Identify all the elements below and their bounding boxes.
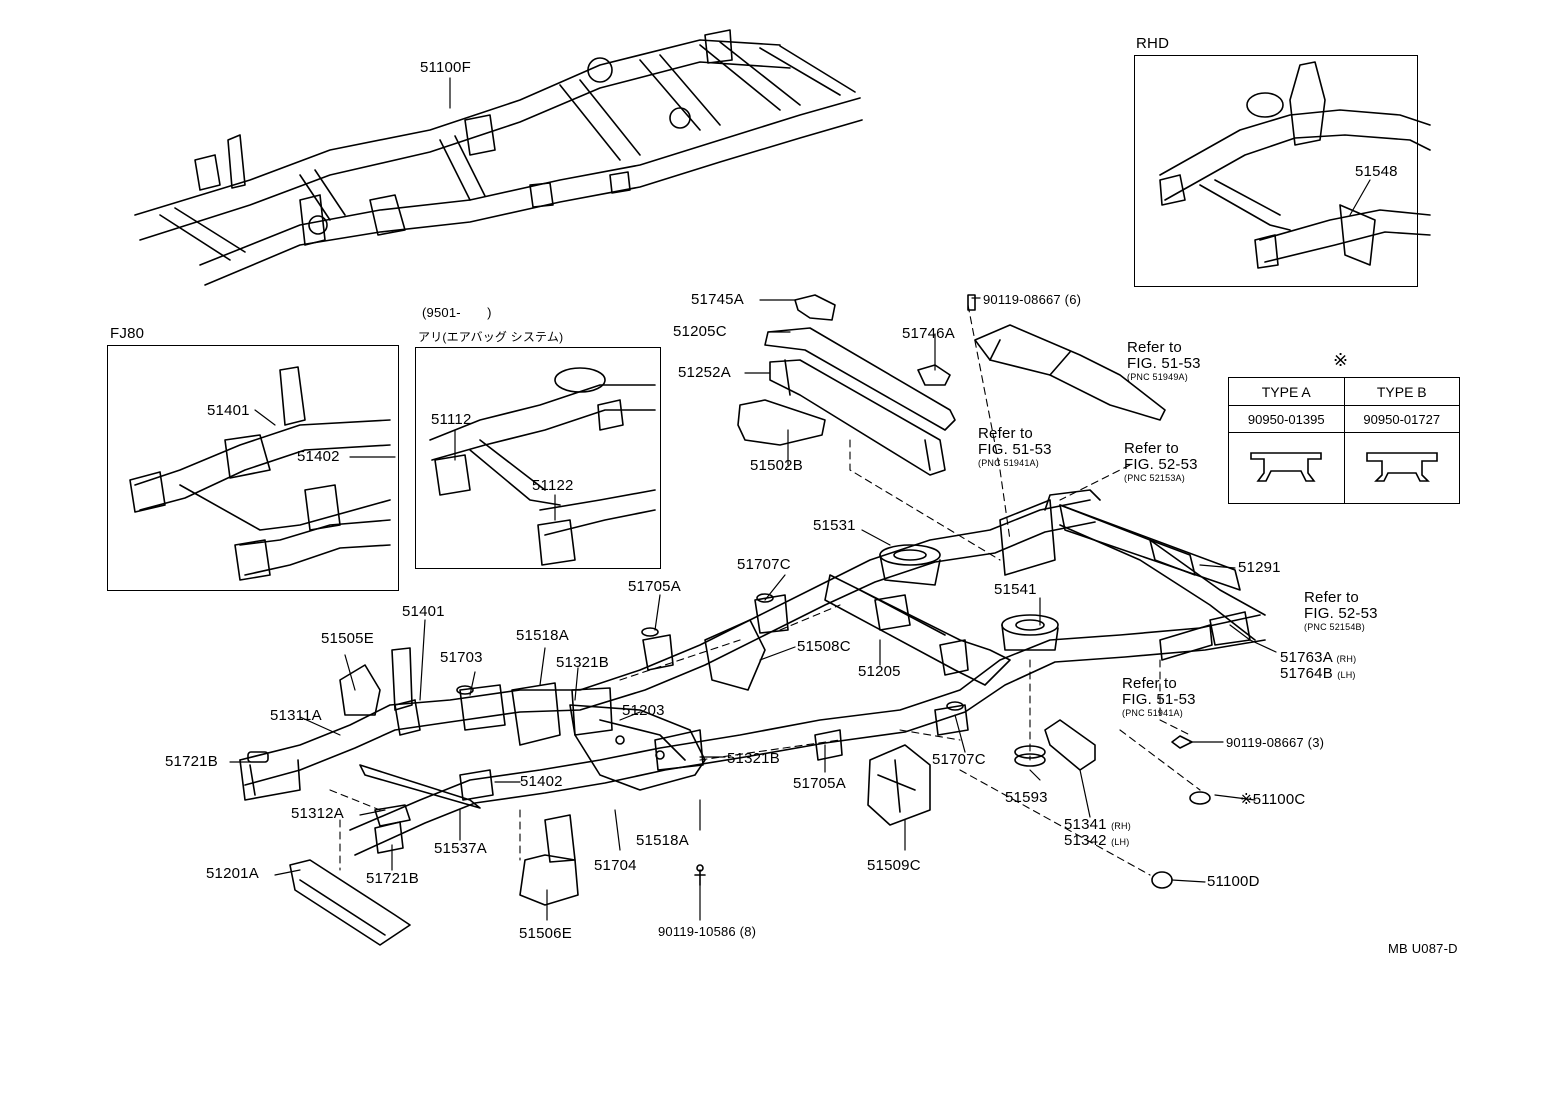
part-51100D: 51100D — [1207, 873, 1260, 890]
part-90119-08667-3: 90119-08667 (3) — [1226, 735, 1325, 750]
part-51100C: ※51100C — [1240, 791, 1306, 808]
rhd-inset-box — [1134, 55, 1418, 287]
part-51721B-left: 51721B — [165, 753, 218, 770]
part-51703: 51703 — [440, 649, 483, 666]
part-51764B: 51764B (LH) — [1280, 665, 1356, 682]
part-51201A: 51201A — [206, 865, 259, 882]
rhd-inset-drawing — [1159, 61, 1431, 269]
frame-overview-drawing — [134, 29, 863, 286]
fj80-inset-box — [107, 345, 399, 591]
part-51341: 51341 (RH) — [1064, 816, 1131, 833]
part-51707C-top: 51707C — [737, 556, 791, 573]
type-b-part-number: 90950-01727 — [1343, 405, 1460, 433]
type-b-clip-shape — [1343, 431, 1460, 505]
part-51518A-top: 51518A — [516, 627, 569, 644]
type-a-header: TYPE A — [1228, 376, 1345, 407]
rhd-label: RHD — [1136, 35, 1170, 52]
fj80-inset-drawing — [129, 366, 391, 581]
type-table-mark: ※ — [1333, 350, 1349, 370]
part-51312A: 51312A — [291, 805, 344, 822]
part-51205: 51205 — [858, 663, 901, 680]
dashed-guides — [329, 304, 1201, 876]
part-51721B-bottom: 51721B — [366, 870, 419, 887]
airbag-period-label: (9501- ) — [422, 305, 492, 320]
part-51205C: 51205C — [673, 323, 727, 340]
type-b-header: TYPE B — [1343, 376, 1460, 407]
part-51505E: 51505E — [321, 630, 374, 647]
part-51593: 51593 — [1005, 789, 1048, 806]
part-51402-fj80: 51402 — [297, 448, 340, 465]
part-51705A-top: 51705A — [628, 578, 681, 595]
part-51537A: 51537A — [434, 840, 487, 857]
diagram-code: MB U087-D — [1388, 941, 1458, 956]
part-51321B-top: 51321B — [556, 654, 609, 671]
part-51100F: 51100F — [420, 59, 471, 76]
part-51401: 51401 — [402, 603, 445, 620]
part-51541: 51541 — [994, 581, 1037, 598]
part-51112: 51112 — [431, 411, 472, 428]
part-51531: 51531 — [813, 517, 856, 534]
part-51745A: 51745A — [691, 291, 744, 308]
part-51122: 51122 — [532, 477, 574, 494]
part-90119-10586-8: 90119-10586 (8) — [658, 924, 757, 939]
airbag-inset-drawing — [429, 367, 656, 566]
airbag-note-label: アリ(エアバッグ システム) — [418, 330, 564, 344]
part-90119-08667-6: 90119-08667 (6) — [983, 292, 1082, 307]
main-frame-drawing — [239, 294, 1266, 946]
part-51342: 51342 (LH) — [1064, 832, 1130, 849]
part-51252A: 51252A — [678, 364, 731, 381]
part-51548: 51548 — [1355, 163, 1398, 180]
part-51506E: 51506E — [519, 925, 572, 942]
part-51321B-bottom: 51321B — [727, 750, 780, 767]
part-51311A: 51311A — [270, 707, 322, 724]
fj80-label: FJ80 — [110, 325, 145, 342]
part-51401-fj80: 51401 — [207, 402, 250, 419]
part-51746A: 51746A — [902, 325, 955, 342]
part-51509C: 51509C — [867, 857, 921, 874]
type-a-part-number: 90950-01395 — [1228, 405, 1345, 433]
part-51291: 51291 — [1238, 559, 1281, 576]
part-51502B: 51502B — [750, 457, 803, 474]
part-51518A-bottom: 51518A — [636, 832, 689, 849]
type-a-clip-shape — [1228, 431, 1345, 505]
part-51707C-bottom: 51707C — [932, 751, 986, 768]
part-51402: 51402 — [520, 773, 563, 790]
type-table: TYPE A TYPE B 90950-01395 90950-01727 — [1228, 376, 1460, 505]
part-51763A: 51763A (RH) — [1280, 649, 1357, 666]
part-51508C: 51508C — [797, 638, 851, 655]
part-51704: 51704 — [594, 857, 637, 874]
airbag-inset-box — [415, 347, 661, 569]
part-51705A-bottom: 51705A — [793, 775, 846, 792]
part-51203: 51203 — [622, 702, 665, 719]
